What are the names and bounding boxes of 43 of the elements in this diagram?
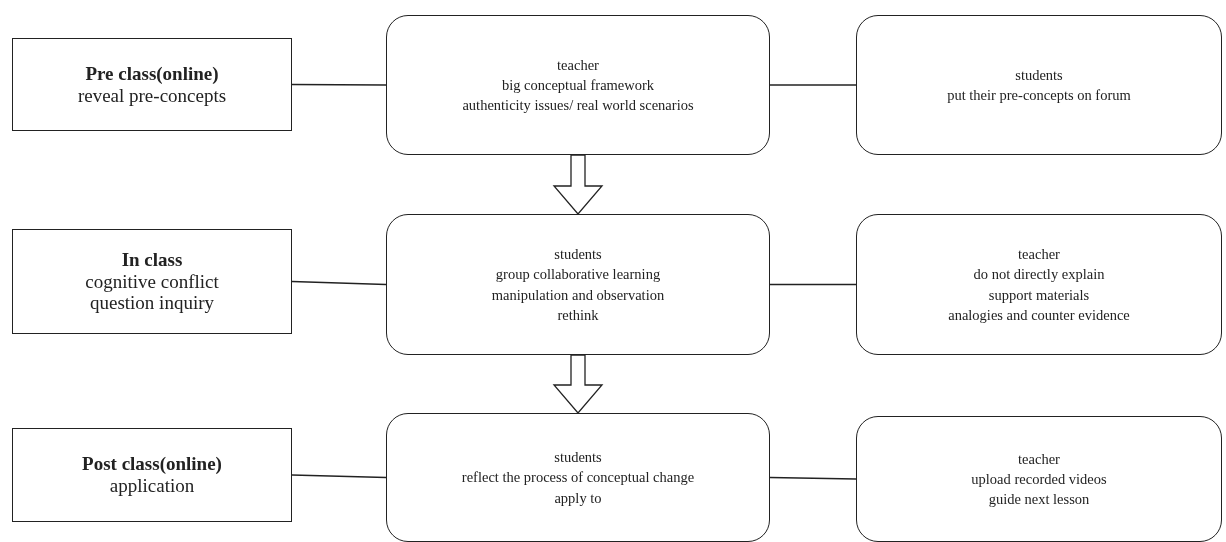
stage-box [12,38,292,131]
rounded-box [386,214,770,355]
stage-box [12,428,292,522]
rounded-box [856,416,1222,542]
box-text: apply to [554,488,602,508]
connector-line [291,280,387,286]
box-text: rethink [557,305,599,325]
stage-box [12,229,292,334]
box-text: upload recorded videos [971,469,1107,489]
connector-line [769,476,857,480]
box-text: application [109,475,195,497]
box-heading: teacher [1018,244,1060,264]
connector-line [769,283,857,286]
block-arrow [552,354,604,414]
box-text: put their pre-concepts on forum [947,86,1131,105]
connector-line [291,83,387,86]
rounded-box [386,413,770,542]
box-heading: students [1015,65,1063,85]
connector-line [769,84,857,86]
box-text: analogies and counter evidence [948,305,1130,325]
box-heading: Post class(online) [82,453,222,475]
box-heading: students [554,244,602,264]
box-text: support materials [988,285,1090,305]
box-heading: Pre class(online) [85,62,219,85]
box-text: reflect the process of conceptual change [461,468,695,488]
box-text: big conceptual framework [501,75,655,95]
box-text: do not directly explain [973,265,1105,285]
box-text: manipulation and observation [491,285,665,305]
box-text: guide next lesson [988,490,1090,510]
box-text: group collaborative learning [495,265,661,285]
box-text: cognitive conflict [85,270,219,293]
rounded-box [386,15,770,155]
box-heading: students [554,448,602,468]
box-text: authenticity issues/ real world scenarios [462,96,694,116]
box-heading: teacher [1018,449,1060,469]
box-text: reveal pre-concepts [77,84,227,107]
box-text: question inquiry [90,292,214,315]
box-heading: teacher [557,55,599,75]
connector-line [291,474,387,479]
block-arrow [552,154,604,215]
rounded-box [856,214,1222,355]
rounded-box [856,15,1222,155]
box-heading: In class [121,248,183,271]
